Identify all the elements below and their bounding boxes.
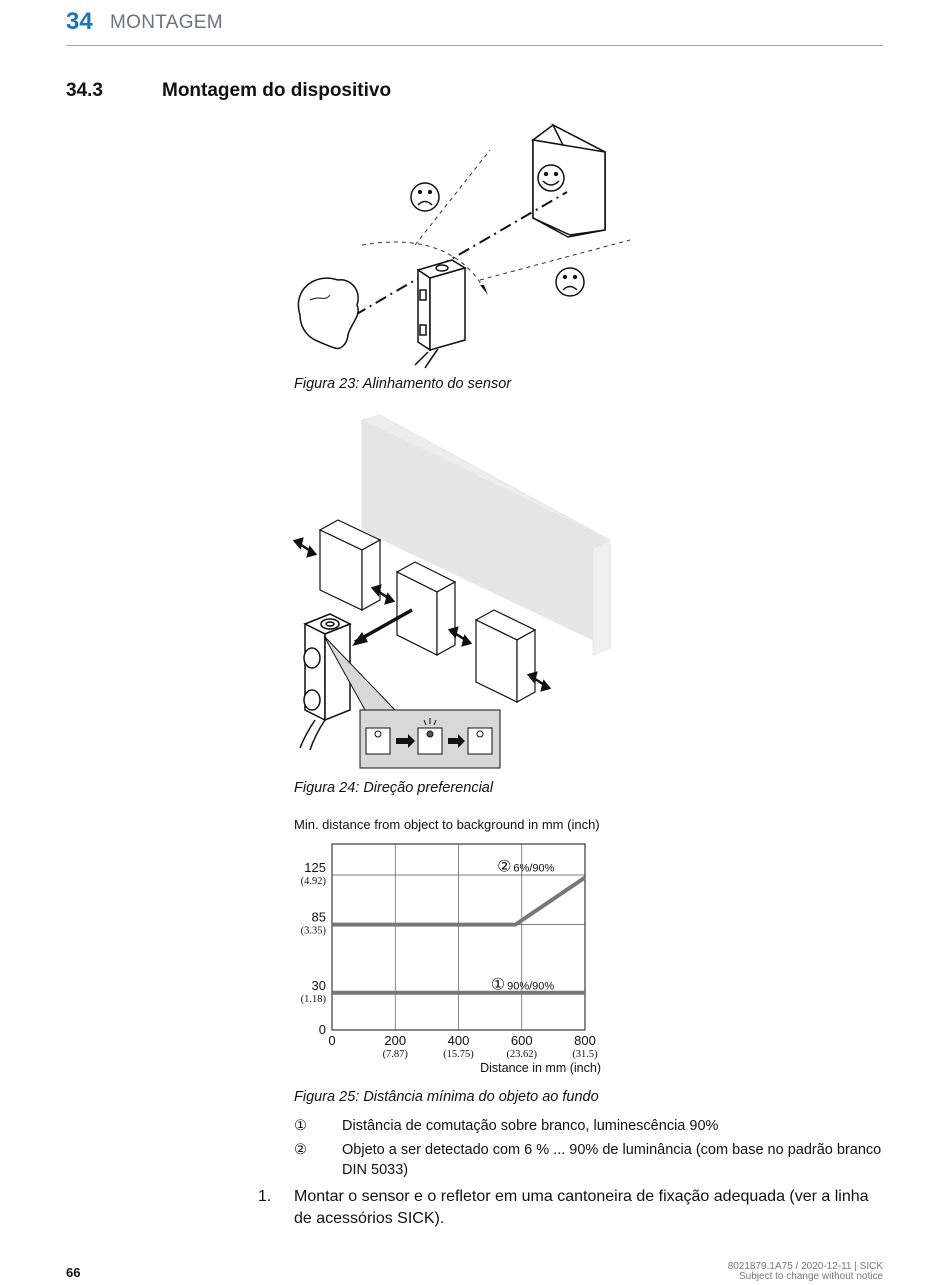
target-box-icon	[531, 123, 606, 238]
sad-face-icon-right	[555, 267, 585, 297]
legend-item: ② Objeto a ser detectado com 6 % ... 90%…	[294, 1140, 894, 1180]
person-head-icon	[297, 277, 359, 350]
section-title: Montagem do dispositivo	[162, 80, 392, 101]
series-line	[332, 875, 587, 927]
legend-text: Distância de comutação sobre branco, lum…	[342, 1118, 719, 1134]
y-tick-label: 0	[319, 1022, 326, 1037]
movement-arrow-icons	[292, 537, 552, 692]
sensor-icon	[299, 613, 352, 751]
y-tick-sublabel: (1.18)	[301, 994, 327, 1005]
sensor-alignment-illustration	[297, 123, 631, 369]
background-wall	[360, 414, 611, 656]
min-distance-chart: 0 200(7.87) 400(15.75) 600(23.62) 800(31.5) 0…	[301, 843, 601, 1075]
y-tick-label: 125	[304, 860, 326, 875]
legend-symbol: ②	[294, 1142, 307, 1158]
instruction-step: 1. Montar o sensor e o refletor em uma c…	[258, 1186, 888, 1230]
series-label: 6%/90%	[513, 863, 554, 875]
sensor-icon	[414, 259, 467, 369]
x-tick-sublabel: (23.62)	[506, 1049, 537, 1060]
sad-face-icon-top	[410, 182, 440, 212]
x-tick-sublabel: (31.5)	[572, 1049, 598, 1060]
misaligned-beam-right	[479, 239, 631, 281]
rotation-arc	[361, 241, 486, 291]
chapter-number: 34	[66, 8, 93, 35]
object-box-right	[474, 609, 537, 704]
x-tick-label: 800	[574, 1033, 596, 1048]
series-label: 90%/90%	[507, 980, 554, 992]
legend-item: ① Distância de comutação sobre branco, l…	[294, 1116, 894, 1136]
series-marker: ②	[497, 857, 511, 876]
x-tick-label: 600	[511, 1033, 533, 1048]
step-text: Montar o sensor e o refletor em uma cant…	[294, 1188, 869, 1227]
led-indicator-callout	[323, 635, 501, 769]
series-marker: ①	[491, 974, 505, 993]
happy-face-icon	[537, 164, 565, 192]
x-tick-label: 200	[384, 1033, 406, 1048]
footer-info: 8021879.1A75 / 2020-12-11 | SICK Subject…	[728, 1262, 883, 1282]
figure-caption: Figura 24: Direção preferencial	[294, 780, 494, 796]
object-box-center	[395, 561, 457, 657]
step-number: 1.	[258, 1188, 272, 1205]
y-tick-label: 85	[312, 910, 326, 925]
figure-caption: Figura 25: Distância mínima do objeto ao…	[294, 1089, 599, 1105]
y-tick-sublabel: (4.92)	[301, 876, 327, 887]
preferred-direction-illustration	[292, 414, 611, 769]
y-tick-label: 30	[312, 978, 326, 993]
page-number: 66	[66, 1265, 81, 1280]
beam-arrow-icon	[352, 632, 368, 646]
line-of-sight	[354, 191, 568, 316]
chart-title: Min. distance from object to background …	[294, 817, 600, 832]
chapter-header: 34 MONTAGEM	[66, 8, 883, 46]
figure-caption: Figura 23: Alinhamento do sensor	[294, 376, 512, 392]
x-tick-sublabel: (7.87)	[383, 1049, 409, 1060]
chapter-title: MONTAGEM	[110, 12, 223, 33]
legend-text: Objeto a ser detectado com 6 % ... 90% d…	[342, 1142, 882, 1178]
x-tick-sublabel: (15.75)	[443, 1049, 474, 1060]
section-number: 34.3	[66, 80, 103, 101]
misaligned-beam-up	[414, 149, 491, 246]
rotation-arrow-icon	[480, 285, 488, 295]
x-axis-label: Distance in mm (inch)	[480, 1061, 601, 1075]
x-tick-label: 0	[328, 1033, 335, 1048]
x-tick-label: 400	[448, 1033, 470, 1048]
legend-symbol: ①	[294, 1118, 307, 1134]
doc-info: 8021879.1A75 / 2020-12-11 | SICK	[727, 1261, 883, 1272]
change-notice: Subject to change without notice	[739, 1271, 883, 1282]
y-tick-sublabel: (3.35)	[301, 926, 327, 937]
